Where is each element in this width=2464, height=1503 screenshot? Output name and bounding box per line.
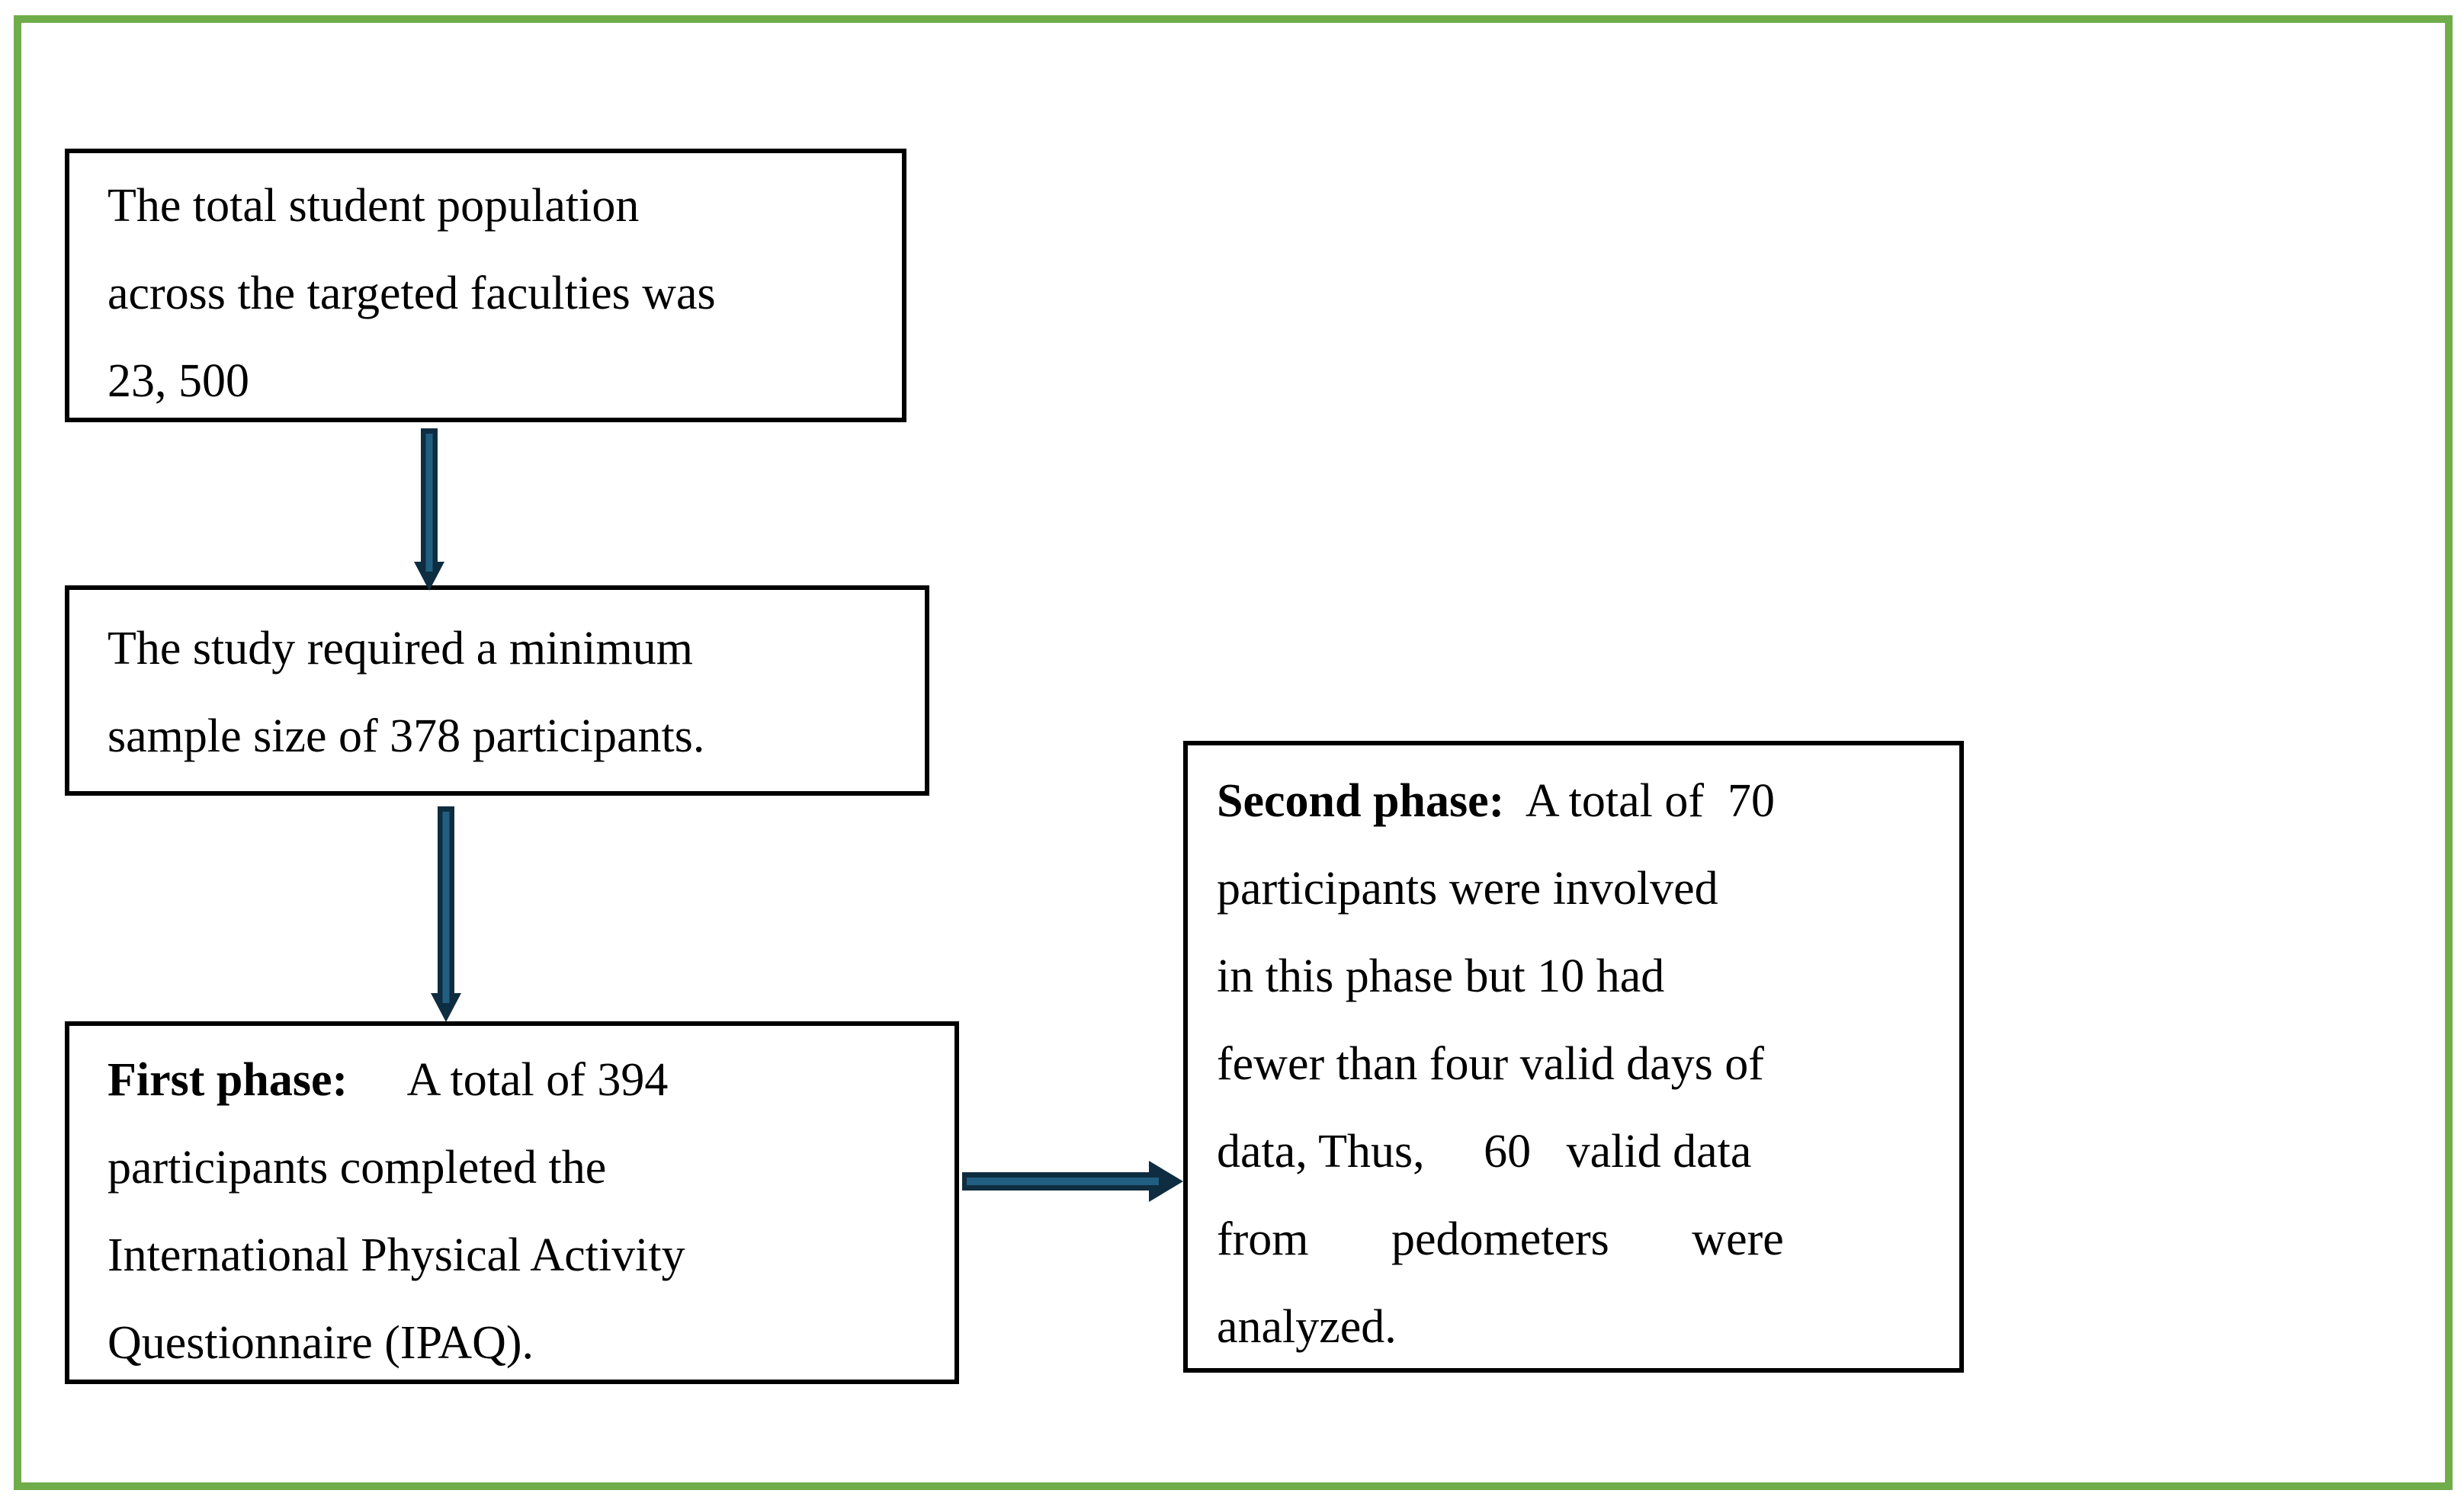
arrow-right-icon — [962, 1161, 1183, 1202]
text-line: The total student population — [107, 180, 640, 232]
text-line: participants completed the — [107, 1142, 607, 1194]
text-line: from pedometers were — [1217, 1213, 1784, 1265]
text-line: The study required a minimum — [107, 623, 693, 675]
arrow-down-icon — [414, 428, 444, 591]
text-line: Second phase: A total of 70 — [1217, 775, 1776, 827]
arrow-head — [414, 562, 444, 591]
text-line: across the targeted faculties was — [107, 268, 716, 319]
arrow-head — [431, 993, 461, 1022]
text-line: First phase: A total of 394 — [107, 1054, 669, 1106]
text-line: analyzed. — [1217, 1301, 1397, 1353]
arrow-core — [442, 812, 450, 1003]
text-line: International Physical Activity — [107, 1229, 685, 1281]
bold-label: Second phase: — [1217, 775, 1505, 827]
text-line: participants were involved — [1217, 863, 1718, 915]
figure-border — [14, 15, 2453, 1490]
arrow-core — [425, 434, 433, 572]
text-line: fewer than four valid days of — [1217, 1038, 1764, 1090]
text-line: data, Thus, 60 valid data — [1217, 1126, 1752, 1178]
bold-label: First phase: — [107, 1054, 348, 1106]
text-line: in this phase but 10 had — [1217, 950, 1665, 1002]
box-total-population: The total student population across the t… — [65, 149, 906, 422]
arrow-down-icon — [431, 806, 461, 1022]
text-line: 23, 500 — [107, 355, 249, 407]
text-line: sample size of 378 participants. — [107, 710, 705, 762]
box-second-phase: Second phase: A total of 70 participants … — [1183, 741, 1964, 1373]
box-sample-size: The study required a minimum sample size … — [65, 585, 929, 796]
arrow-head — [1149, 1161, 1183, 1202]
text-line: Questionnaire (IPAQ). — [107, 1317, 534, 1369]
box-first-phase: First phase: A total of 394 participants … — [65, 1021, 959, 1384]
arrow-core — [967, 1178, 1159, 1185]
